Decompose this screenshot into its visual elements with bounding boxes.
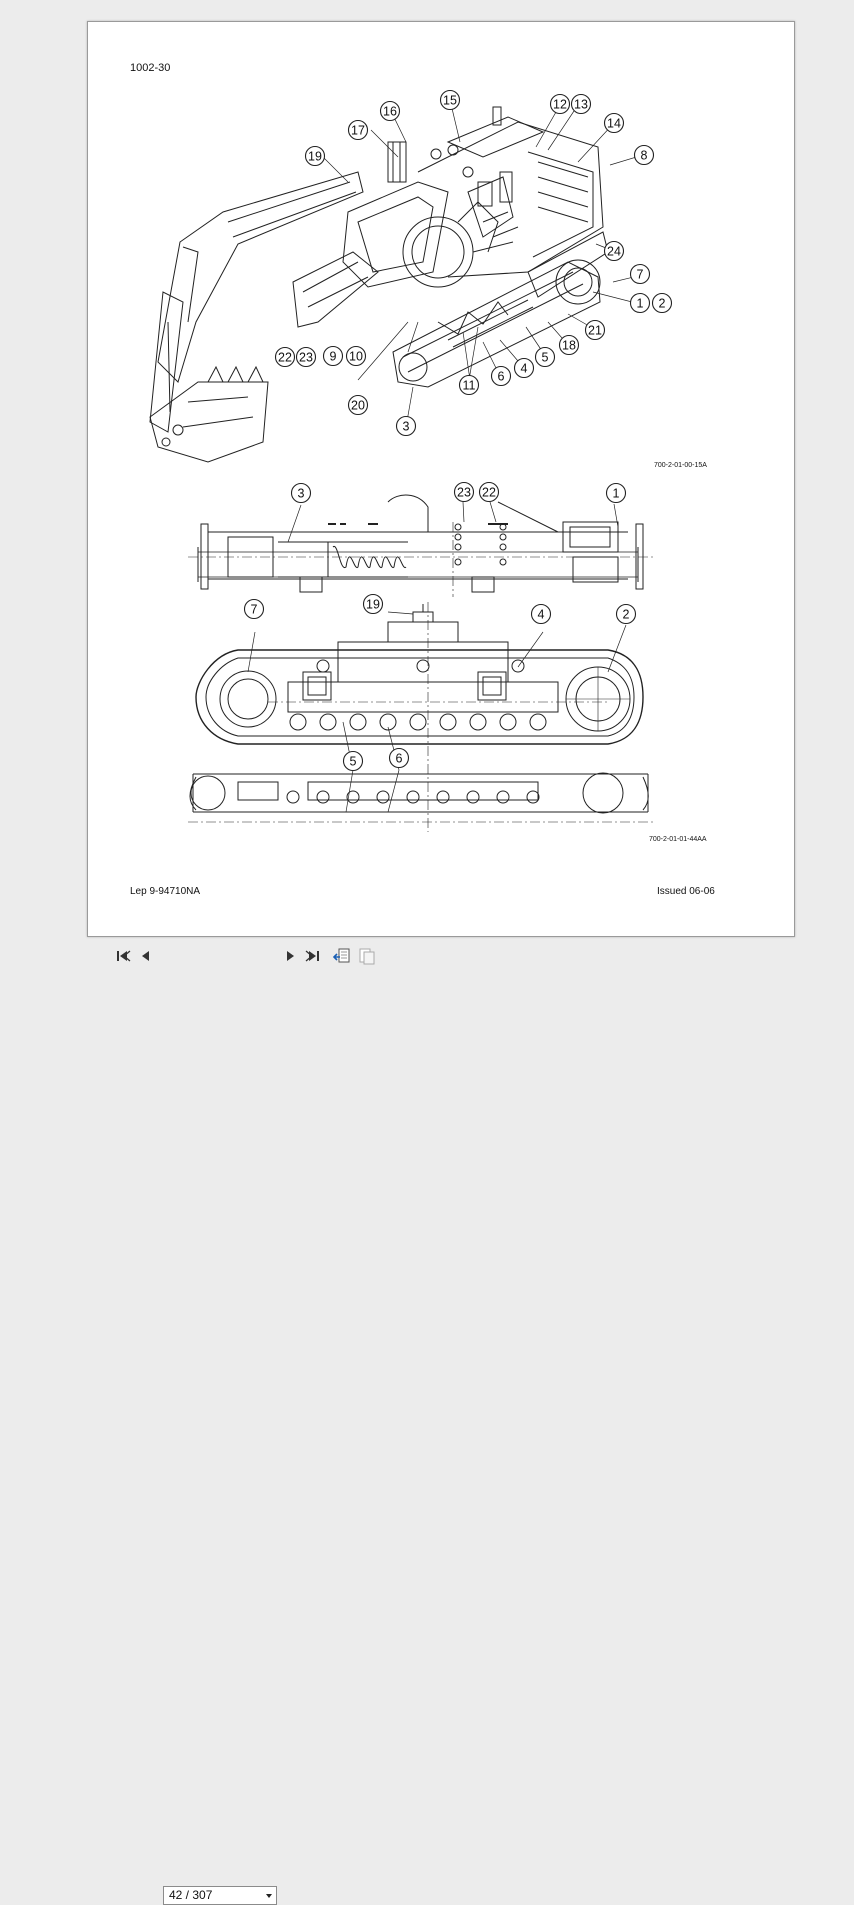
callout-label: 1 bbox=[613, 487, 620, 501]
chevron-down-icon bbox=[266, 1894, 272, 1898]
last-page-icon bbox=[305, 950, 319, 962]
callout-label: 6 bbox=[498, 370, 505, 384]
figure-ref-top: 700-2-01-00-15A bbox=[654, 462, 707, 469]
callout-7: 7 bbox=[629, 263, 651, 285]
callout-label: 8 bbox=[641, 149, 648, 163]
callout-label: 17 bbox=[351, 124, 365, 138]
callout-label: 1 bbox=[637, 297, 644, 311]
callout-5: 5 bbox=[534, 346, 556, 368]
go-back-button[interactable] bbox=[333, 947, 351, 965]
callout-label: 2 bbox=[623, 608, 630, 622]
callout-label: 18 bbox=[562, 339, 576, 353]
callout-21: 21 bbox=[584, 319, 606, 341]
callout-label: 6 bbox=[396, 752, 403, 766]
go-back-icon bbox=[333, 948, 350, 963]
callout-label: 2 bbox=[659, 297, 666, 311]
callout-19: 19 bbox=[304, 145, 326, 167]
footer-right: Issued 06-06 bbox=[657, 886, 715, 897]
callout-22: 22 bbox=[274, 346, 296, 368]
page-code: 1002-30 bbox=[130, 62, 171, 74]
callout-6: 6 bbox=[388, 747, 410, 769]
callout-circles-middle: 3 23 22 1 bbox=[290, 481, 627, 504]
side-view-drawing bbox=[188, 602, 653, 832]
callout-8: 8 bbox=[633, 144, 655, 166]
callout-label: 19 bbox=[308, 150, 322, 164]
next-page-icon bbox=[287, 951, 294, 961]
callout-2: 2 bbox=[651, 292, 673, 314]
callout-label: 4 bbox=[538, 608, 545, 622]
callout-22: 22 bbox=[478, 481, 500, 503]
go-forward-button[interactable] bbox=[358, 947, 376, 965]
callout-label: 23 bbox=[457, 486, 471, 500]
callout-15: 15 bbox=[439, 89, 461, 111]
callout-17: 17 bbox=[347, 119, 369, 141]
callout-9: 9 bbox=[322, 345, 344, 367]
callout-label: 23 bbox=[299, 351, 313, 365]
callout-4: 4 bbox=[513, 357, 535, 379]
callout-2: 2 bbox=[615, 603, 637, 625]
callout-label: 3 bbox=[298, 487, 305, 501]
callout-label: 16 bbox=[383, 105, 397, 119]
callout-label: 19 bbox=[366, 598, 380, 612]
callout-3: 3 bbox=[395, 415, 417, 437]
document-page: 1002-30 700-2-01-00-15A 700-2-01-01-44AA… bbox=[87, 21, 795, 937]
callout-label: 3 bbox=[403, 420, 410, 434]
callout-label: 11 bbox=[463, 379, 476, 393]
callout-label: 4 bbox=[521, 362, 528, 376]
callout-label: 7 bbox=[251, 603, 258, 617]
viewer-toolbar: 42 / 307 bbox=[0, 940, 854, 1905]
first-page-icon bbox=[117, 950, 131, 962]
callout-19: 19 bbox=[362, 593, 384, 615]
callout-13: 13 bbox=[570, 93, 592, 115]
callout-label: 10 bbox=[349, 350, 363, 364]
previous-page-icon bbox=[142, 951, 149, 961]
callout-circles-bottom: 19 7 4 2 5 6 bbox=[243, 593, 637, 772]
callout-4: 4 bbox=[530, 603, 552, 625]
callout-6: 6 bbox=[490, 365, 512, 387]
callout-23: 23 bbox=[453, 481, 475, 503]
callout-1: 1 bbox=[605, 482, 627, 504]
callout-label: 21 bbox=[588, 324, 602, 338]
callout-label: 5 bbox=[350, 755, 357, 769]
callout-label: 7 bbox=[637, 268, 644, 282]
callout-18: 18 bbox=[558, 334, 580, 356]
top-view-drawing bbox=[188, 494, 653, 597]
next-page-button[interactable] bbox=[281, 947, 299, 965]
callout-23: 23 bbox=[295, 346, 317, 368]
callout-10: 10 bbox=[345, 345, 367, 367]
go-forward-icon bbox=[359, 948, 375, 965]
callout-label: 12 bbox=[553, 98, 567, 112]
callout-label: 20 bbox=[351, 399, 365, 413]
first-page-button[interactable] bbox=[114, 947, 132, 965]
callout-3: 3 bbox=[290, 482, 312, 504]
callout-12: 12 bbox=[549, 93, 571, 115]
callout-11: 11 bbox=[458, 374, 480, 396]
callout-5: 5 bbox=[342, 750, 364, 772]
figure-ref-bottom: 700-2-01-01-44AA bbox=[649, 836, 707, 843]
callout-1: 1 bbox=[629, 292, 651, 314]
callout-label: 5 bbox=[542, 351, 549, 365]
callout-14: 14 bbox=[603, 112, 625, 134]
callout-label: 9 bbox=[330, 350, 337, 364]
page-indicator-text: 42 / 307 bbox=[169, 1888, 213, 1902]
last-page-button[interactable] bbox=[304, 947, 322, 965]
callout-20: 20 bbox=[347, 394, 369, 416]
callout-label: 14 bbox=[607, 117, 621, 131]
callout-16: 16 bbox=[379, 100, 401, 122]
footer-left: Lep 9-94710NA bbox=[130, 886, 201, 897]
excavator-iso-drawing bbox=[149, 99, 644, 463]
callout-7: 7 bbox=[243, 598, 265, 620]
callout-label: 22 bbox=[482, 486, 496, 500]
callout-24: 24 bbox=[603, 240, 625, 262]
previous-page-button[interactable] bbox=[137, 947, 155, 965]
page-number-select[interactable]: 42 / 307 bbox=[163, 1886, 277, 1905]
callout-label: 24 bbox=[607, 245, 621, 259]
callout-label: 15 bbox=[443, 94, 457, 108]
callout-label: 22 bbox=[278, 351, 292, 365]
callout-label: 13 bbox=[574, 98, 588, 112]
